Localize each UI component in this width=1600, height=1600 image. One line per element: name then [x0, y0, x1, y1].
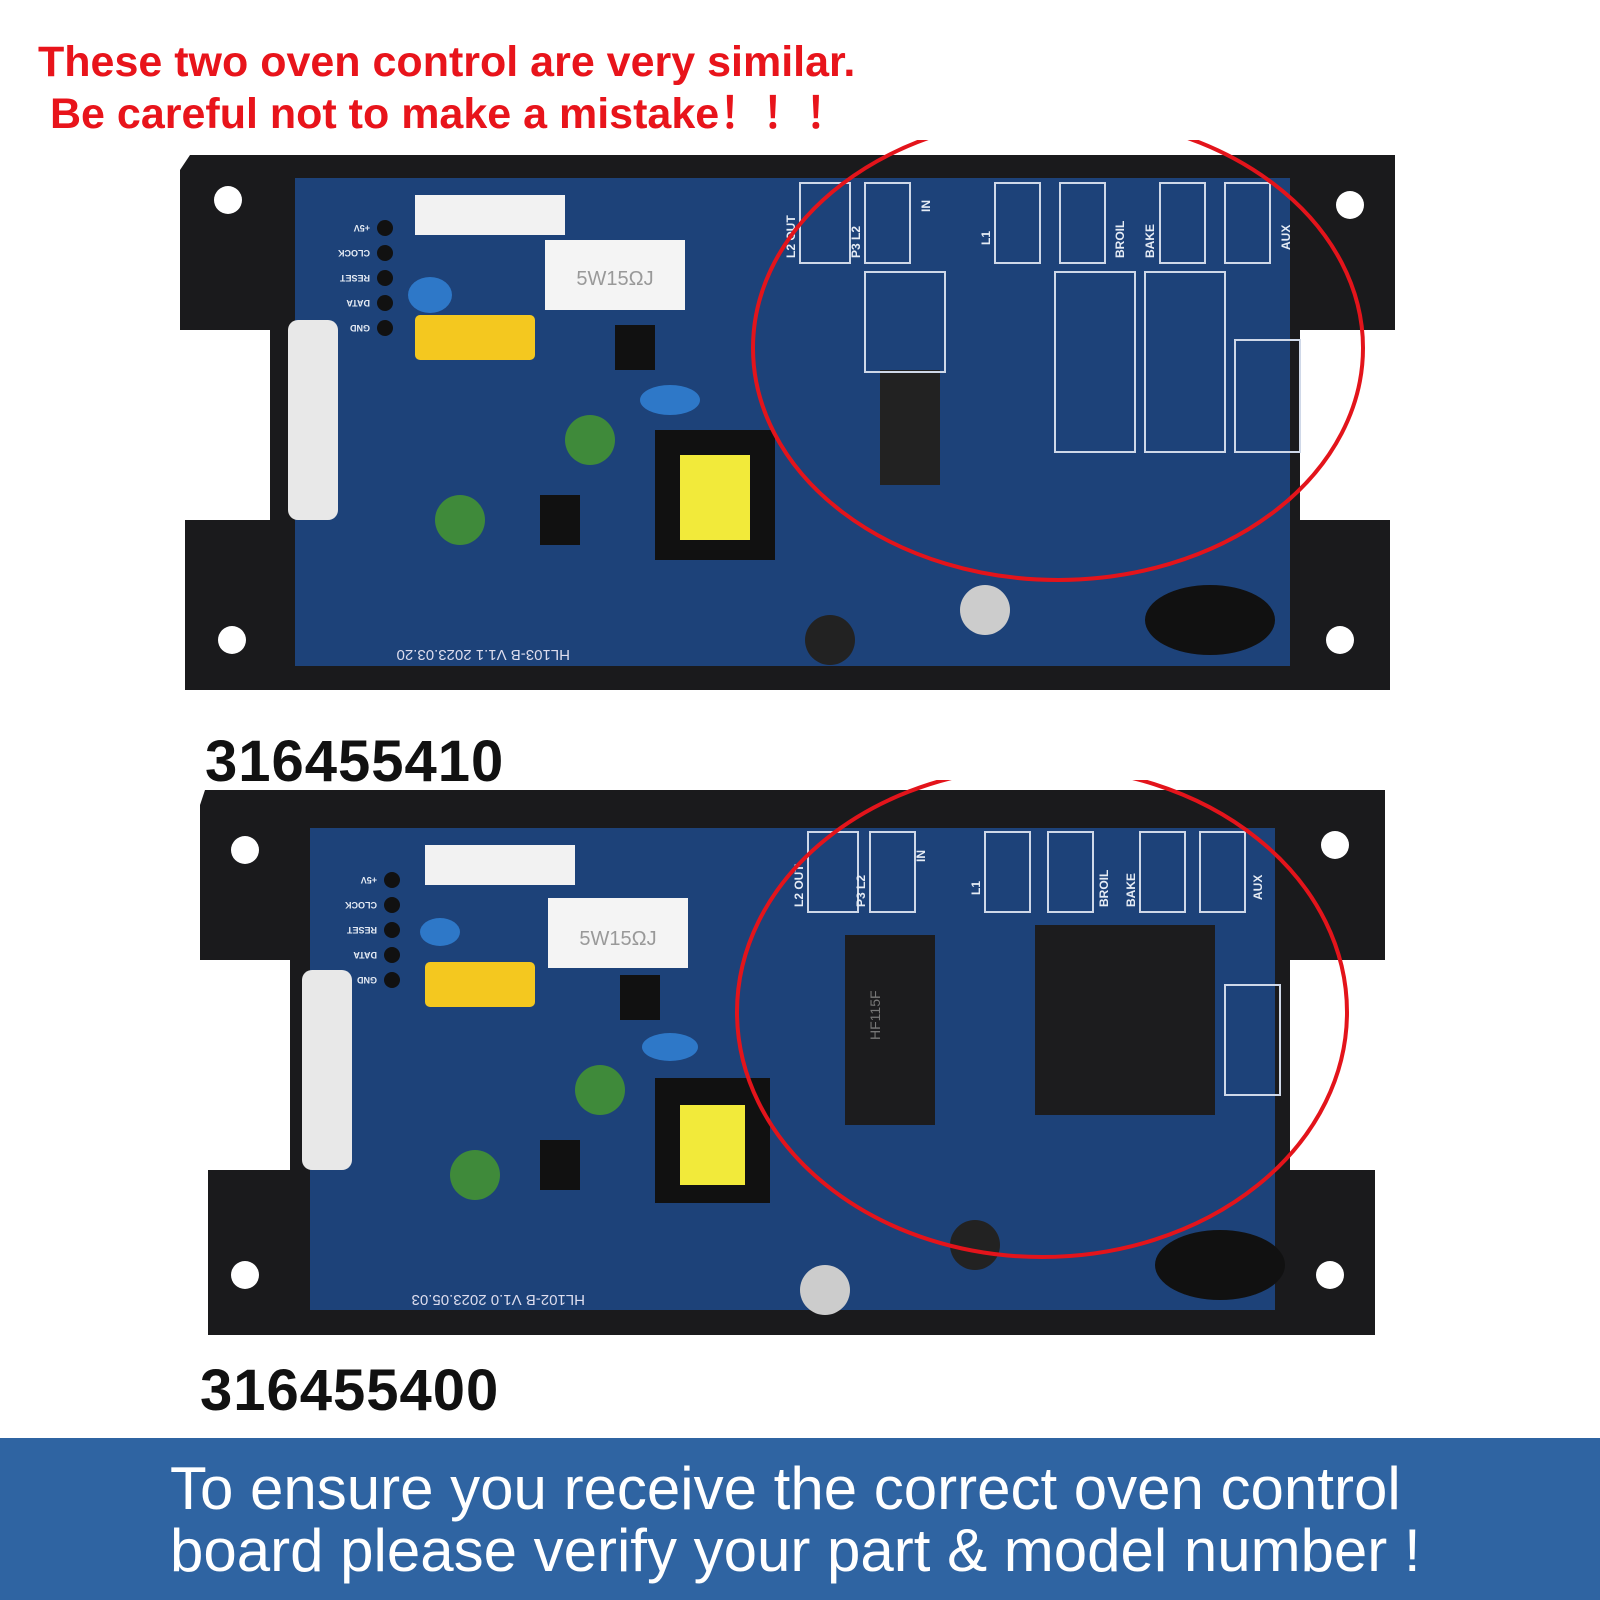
header-pin-label: +5V: [361, 875, 377, 885]
terminal-label: BROIL: [1113, 221, 1127, 258]
header-pins: [384, 872, 400, 988]
terminal-label: AUX: [1279, 225, 1293, 250]
terminal-label: L1: [979, 231, 993, 245]
header-pin-label: CLOCK: [345, 900, 377, 910]
resistor-label: 5W15ΩJ: [576, 268, 653, 290]
terminal-label: L2 OUT: [792, 864, 806, 907]
terminal-label: IN: [919, 200, 933, 212]
header-pin-label: RESET: [346, 925, 377, 935]
terminal-label: IN: [914, 850, 928, 862]
oven-control-board-2: +5V CLOCK RESET DATA GND 5W15ΩJ HF115F L…: [200, 780, 1385, 1335]
verification-banner: To ensure you receive the correct oven c…: [0, 1438, 1600, 1600]
banner-line-1: To ensure you receive the correct oven c…: [170, 1455, 1401, 1522]
part-number-2: 316455400: [200, 1358, 500, 1423]
highlight-ellipse: [751, 140, 1365, 582]
highlight-ellipse: [735, 780, 1349, 1259]
warning-line-1: These two oven control are very similar.: [38, 38, 856, 86]
terminal-label: BAKE: [1124, 873, 1138, 907]
header-pin-label: RESET: [339, 273, 370, 283]
header-pin-label: +5V: [354, 223, 370, 233]
header-pin-label: GND: [350, 323, 371, 333]
header-pin-label: DATA: [346, 298, 370, 308]
terminal-label: AUX: [1251, 875, 1265, 900]
banner-line-2: board please verify your part & model nu…: [170, 1517, 1421, 1584]
board-silkscreen: HL102-B V1.0 2023.05.03: [412, 1291, 585, 1308]
header-pin-label: CLOCK: [338, 248, 370, 258]
relay-label: HF115F: [867, 990, 883, 1040]
terminal-label: P3 L2: [849, 226, 863, 258]
terminal-label: BAKE: [1143, 224, 1157, 258]
header-pin-label: DATA: [353, 950, 377, 960]
oven-control-board-1: +5V CLOCK RESET DATA GND 5W15ΩJ L2 OUT P…: [180, 140, 1395, 690]
board-silkscreen: HL103-B V1.1 2023.03.20: [397, 646, 570, 663]
resistor-label: 5W15ΩJ: [579, 928, 656, 950]
header-pin-label: GND: [357, 975, 378, 985]
terminal-label: BROIL: [1097, 870, 1111, 907]
header-pins: [377, 220, 393, 336]
terminal-label: P3 L2: [854, 875, 868, 907]
warning-line-2: Be careful not to make a mistake！！！: [50, 90, 849, 138]
terminal-label: L1: [969, 881, 983, 895]
part-number-1: 316455410: [205, 729, 505, 794]
